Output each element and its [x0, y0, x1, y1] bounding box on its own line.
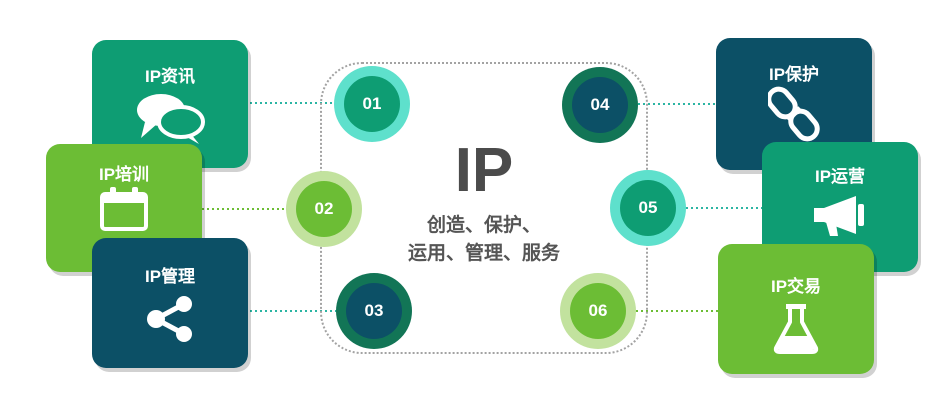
- megaphone-icon: [814, 196, 864, 236]
- center-subtitle-line1: 创造、保护、: [426, 215, 541, 236]
- node-04-circle: 04: [562, 67, 638, 143]
- node-01-circle: 01: [334, 66, 410, 142]
- chain-link-icon: [768, 86, 820, 142]
- node-03-circle: 03: [336, 273, 412, 349]
- card-ip-news-label: IP资讯: [144, 67, 196, 86]
- node-06-circle: 06: [560, 273, 636, 349]
- card-ip-training-label: IP培训: [98, 165, 150, 184]
- center-title: IP: [454, 136, 514, 205]
- share-icon: [147, 296, 192, 342]
- card-ip-protection-label: IP保护: [768, 65, 820, 84]
- node-06-number: 06: [570, 283, 626, 339]
- card-ip-operation-label: IP运营: [814, 167, 866, 186]
- calendar-icon: [100, 187, 148, 231]
- node-03-number: 03: [346, 283, 402, 339]
- card-ip-management[interactable]: IP管理: [92, 238, 248, 368]
- speech-bubbles-icon: [137, 94, 205, 144]
- node-05-circle: 05: [610, 170, 686, 246]
- node-05-number: 05: [620, 180, 676, 236]
- node-02-number: 02: [296, 181, 352, 237]
- card-ip-trading[interactable]: IP交易: [718, 244, 874, 374]
- node-01-number: 01: [344, 76, 400, 132]
- node-02-circle: 02: [286, 171, 362, 247]
- center-subtitle-line2: 运用、管理、服务: [407, 243, 560, 264]
- flask-icon: [773, 304, 819, 354]
- card-ip-trading-label: IP交易: [770, 277, 822, 296]
- card-ip-management-label: IP管理: [144, 267, 196, 286]
- node-04-number: 04: [572, 77, 628, 133]
